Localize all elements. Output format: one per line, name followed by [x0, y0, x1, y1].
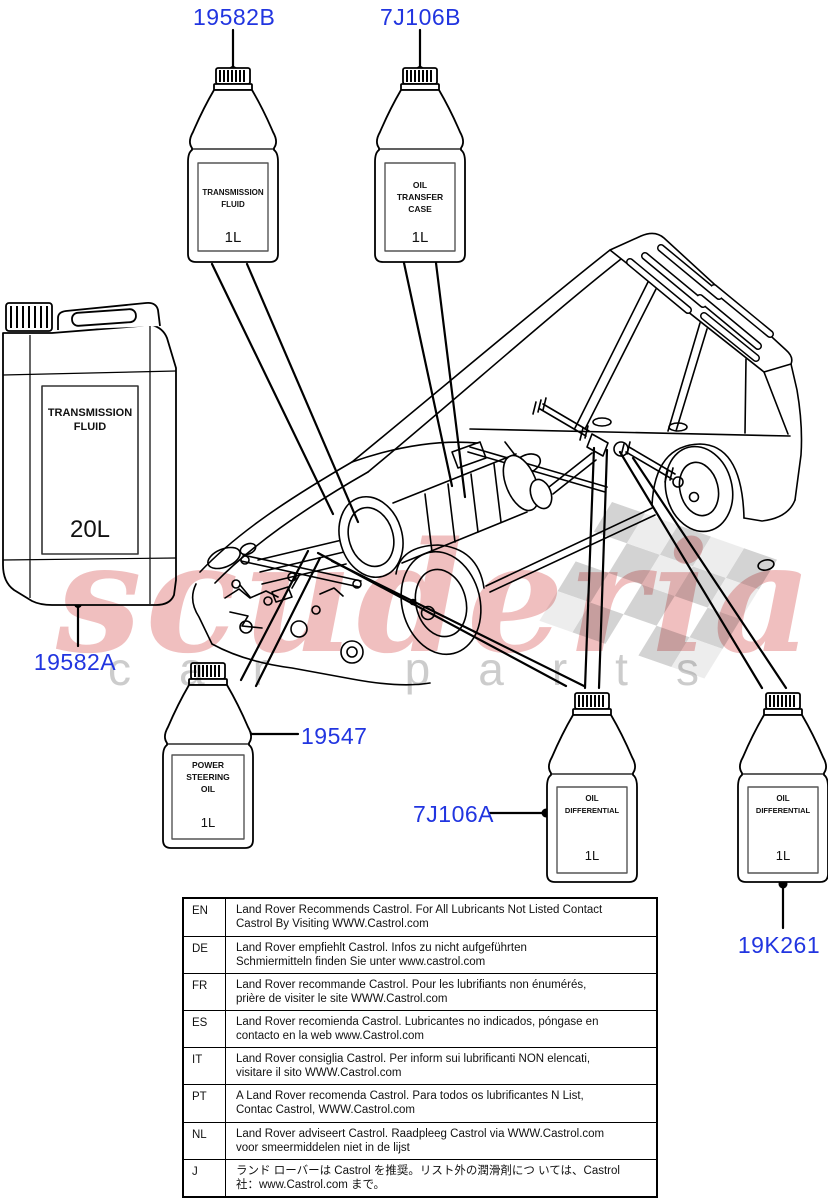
table-row-line: Land Rover consiglia Castrol. Per inform…	[236, 1053, 591, 1066]
table-row: A Land Rover recomenda Castrol. Para tod…	[226, 1084, 656, 1121]
bottle2-label-line3: CASE	[408, 204, 432, 214]
table-lang: FR	[184, 973, 226, 1011]
diffB-label-line2: DIFFERENTIAL	[755, 806, 811, 815]
part-number-19582A[interactable]: 19582A	[33, 649, 117, 675]
bottle-transmission-fluid-1l	[187, 67, 279, 263]
table-row-line: Castrol By Visiting WWW.Castrol.com	[236, 918, 429, 930]
table-lang: J	[184, 1158, 226, 1196]
bottle2-label-line1: OIL	[412, 180, 428, 190]
table-lang: DE	[184, 936, 226, 974]
table-row-line: Land Rover recommande Castrol. Pour les …	[236, 979, 587, 992]
table-row-line: Land Rover empfiehlt Castrol. Infos zu n…	[236, 942, 527, 955]
diffA-label-line2: DIFFERENTIAL	[564, 806, 620, 815]
table-row: Land Rover Recommends Castrol. For All L…	[226, 899, 656, 936]
diffB-label-line1: OIL	[776, 794, 790, 803]
diffB-size: 1L	[775, 848, 791, 863]
table-row-line: ランド ローバーは Castrol を推奨。リスト外の潤滑剤につ いては、Cas…	[236, 1164, 620, 1177]
table-row: Land Rover recomienda Castrol. Lubricant…	[226, 1010, 656, 1047]
table-row-line: Contac Castrol, WWW.Castrol.com	[236, 1104, 415, 1117]
table-lang: PT	[184, 1084, 226, 1122]
part-number-19547[interactable]: 19547	[301, 723, 368, 749]
bottle2-size: 1L	[411, 229, 429, 246]
diffA-size: 1L	[584, 848, 600, 863]
ps-label-line1: POWER	[191, 760, 225, 770]
part-number-7J106A[interactable]: 7J106A	[413, 801, 495, 827]
table-row: Land Rover empfiehlt Castrol. Infos zu n…	[226, 936, 656, 973]
table-row-line: Land Rover adviseert Castrol. Raadpleeg …	[236, 1127, 605, 1140]
bottle-oil-differential-front-1l	[546, 692, 638, 883]
table-row: ランド ローバーは Castrol を推奨。リスト外の潤滑剤につ いては、Cas…	[226, 1158, 656, 1196]
table-lang: EN	[184, 899, 226, 937]
bottle-power-steering-oil-1l	[162, 662, 254, 849]
bottle1-label-line1: TRANSMISSION	[202, 188, 264, 197]
can-label-line1: TRANSMISSION	[47, 407, 133, 419]
bottle1-label-line2: FLUID	[221, 200, 245, 209]
bottle2-label-line2: TRANSFER	[396, 192, 444, 202]
part-number-19K261[interactable]: 19K261	[737, 932, 821, 958]
table-row-line: contacto en la web www.Castrol.com	[236, 1030, 424, 1043]
table-lang: ES	[184, 1010, 226, 1048]
table-row-line: A Land Rover recomenda Castrol. Para tod…	[236, 1090, 584, 1103]
ps-label-line3: OIL	[200, 784, 216, 794]
part-number-19582B[interactable]: 19582B	[193, 4, 276, 30]
table-row-line: Land Rover Recommends Castrol. For All L…	[236, 904, 603, 916]
table-row-line: 社：www.Castrol.com まで。	[236, 1178, 386, 1191]
table-lang: NL	[184, 1121, 226, 1159]
table-row: Land Rover consiglia Castrol. Per inform…	[226, 1047, 656, 1084]
table-row-line: Schmiermitteln finden Sie unter www.cast…	[236, 956, 486, 969]
ps-label-line2: STEERING	[186, 772, 230, 782]
can-transmission-fluid-20l	[2, 301, 177, 606]
table-row-line: voor smeermiddelen niet in de lijst	[236, 1141, 410, 1154]
table-row: Land Rover adviseert Castrol. Raadpleeg …	[226, 1121, 656, 1159]
can-size: 20L	[69, 516, 111, 543]
table-row-line: Land Rover recomienda Castrol. Lubricant…	[236, 1016, 599, 1029]
table-row-line: prière de visiter le site WWW.Castrol.co…	[236, 993, 448, 1006]
diffA-label-line1: OIL	[585, 794, 599, 803]
table-row-line: visitare il sito WWW.Castrol.com	[236, 1067, 402, 1080]
castrol-recommendation-table: EN Land Rover Recommends Castrol. For Al…	[182, 897, 658, 1198]
part-number-7J106B[interactable]: 7J106B	[380, 4, 462, 30]
table-row: Land Rover recommande Castrol. Pour les …	[226, 973, 656, 1010]
can-label-line2: FLUID	[73, 421, 107, 433]
roof-ribs	[626, 244, 774, 362]
bottle1-size: 1L	[224, 229, 242, 246]
bottle-oil-transfer-case-1l	[374, 67, 466, 263]
ps-size: 1L	[200, 815, 216, 830]
bottle-oil-differential-rear-1l	[737, 692, 828, 883]
checkered-flag-watermark	[539, 502, 777, 679]
table-lang: IT	[184, 1047, 226, 1085]
